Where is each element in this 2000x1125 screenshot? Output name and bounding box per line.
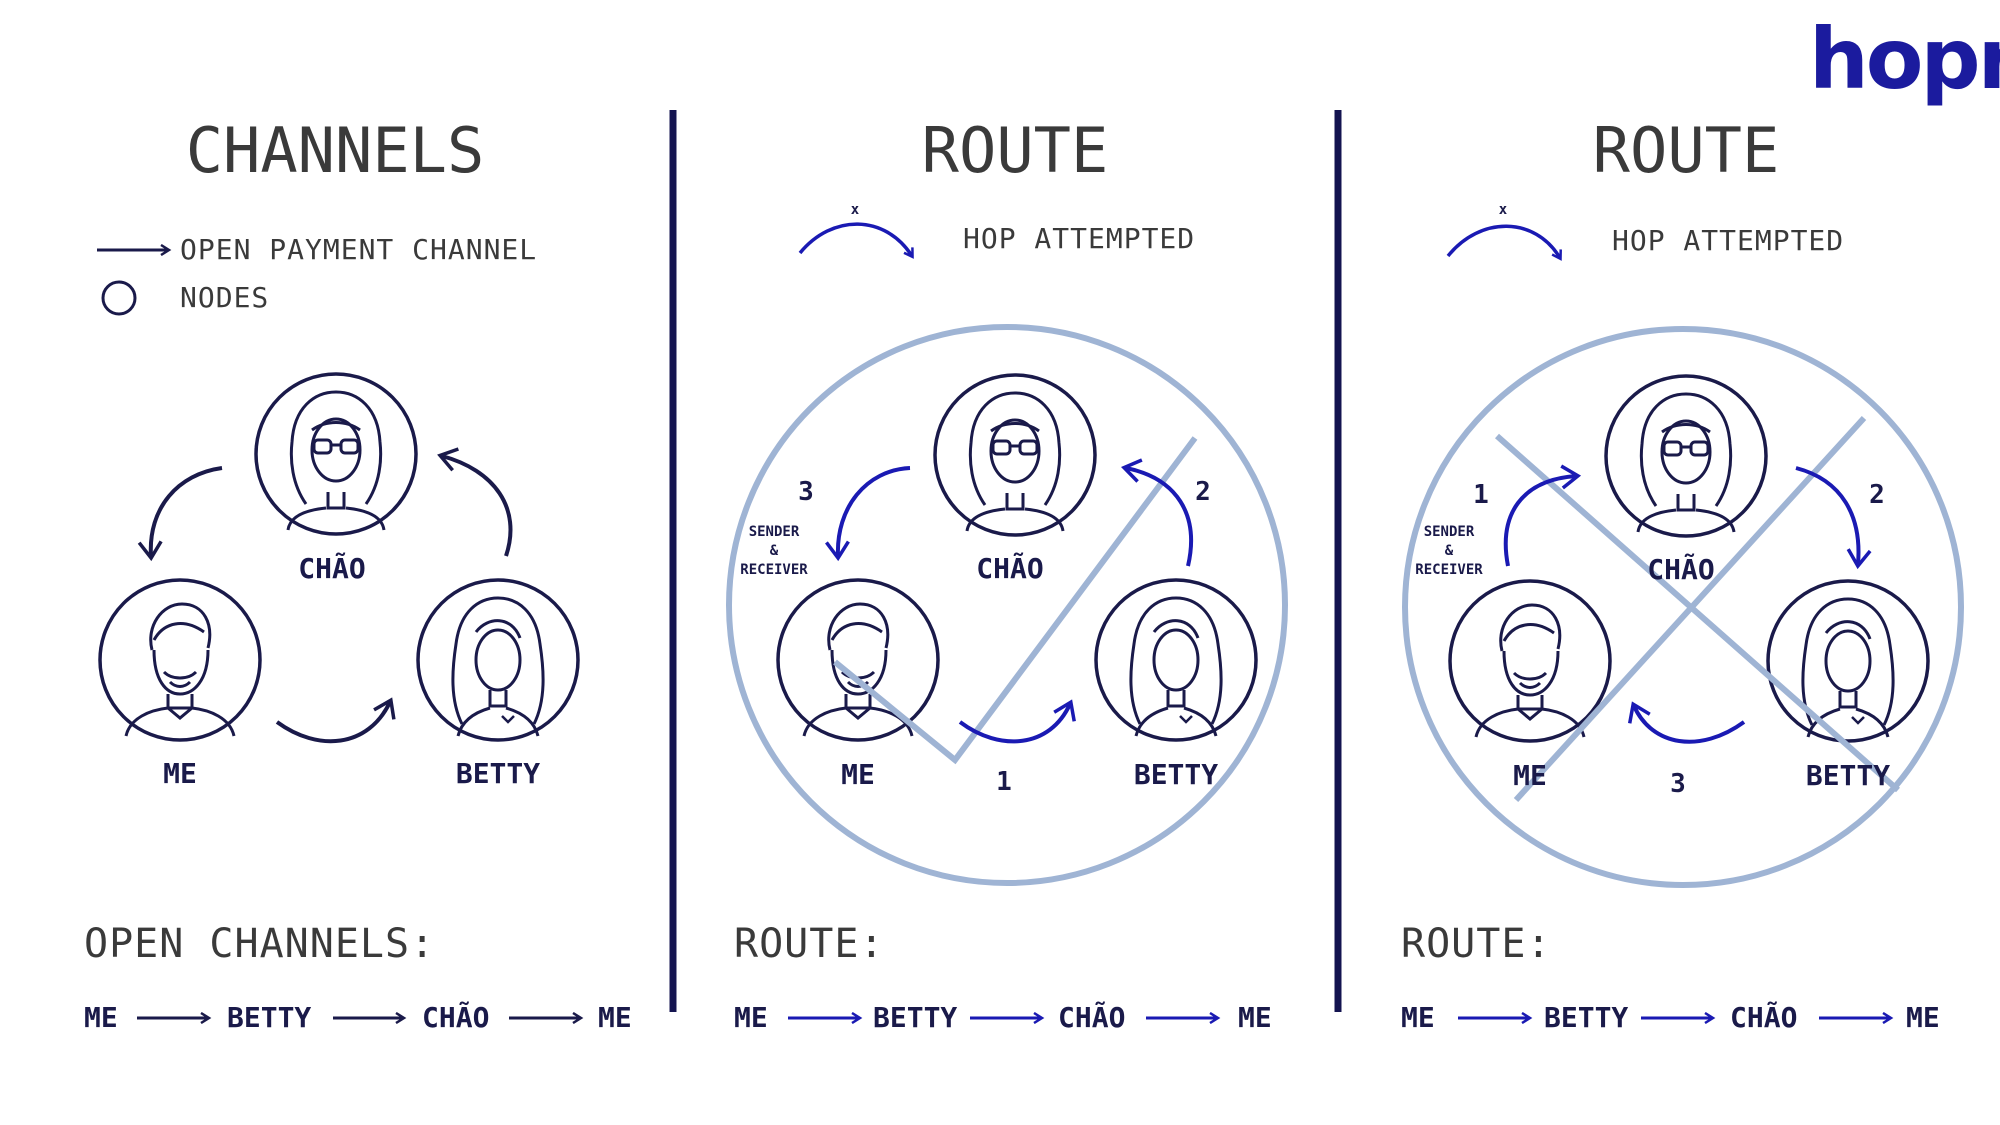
path-step-2: BETTY	[1544, 1001, 1628, 1034]
path-step-4: ME	[1238, 1001, 1272, 1034]
hop-number-2: 2	[1869, 480, 1885, 510]
channel-arrow-me-betty	[275, 697, 396, 744]
person-betty-icon	[451, 596, 545, 738]
person-cao-icon	[965, 391, 1065, 533]
receiver-label: RECEIVER	[1415, 562, 1483, 578]
node-betty	[1094, 578, 1258, 742]
node-me	[776, 578, 940, 742]
cross-stroke-icon	[1495, 433, 1900, 793]
path-step-2: BETTY	[227, 1001, 311, 1034]
node-me	[98, 578, 262, 742]
node-cao	[254, 372, 418, 536]
person-cao-icon	[286, 390, 386, 532]
node-label-betty: BETTY	[1134, 758, 1218, 791]
node-cao	[1604, 374, 1768, 538]
hop-number-2: 2	[1195, 477, 1211, 507]
person-me-icon	[1474, 603, 1586, 739]
sender-ampersand: &	[1445, 543, 1454, 559]
sender-label: SENDER	[1424, 524, 1475, 540]
path-step-3: CHÃO	[1058, 1000, 1125, 1034]
hop-arrow-cao-me	[825, 466, 911, 562]
person-me-icon	[802, 602, 914, 738]
valid-route-circle	[726, 324, 1288, 886]
node-legend-icon	[101, 280, 137, 316]
hop-number-1: 1	[996, 767, 1012, 797]
node-label-betty: BETTY	[1806, 759, 1890, 792]
panel-channels: CHANNELS OPEN PAYMENT CHANNEL NODES CHÃO…	[84, 114, 632, 1034]
hop-number-1: 1	[1473, 480, 1489, 510]
channel-arrow-cao-me	[137, 466, 223, 562]
path-step-4: ME	[598, 1001, 632, 1034]
hop-arrow-me-cao	[1503, 464, 1582, 567]
panel-title: ROUTE	[1593, 114, 1780, 187]
panel-title: ROUTE	[922, 114, 1109, 187]
person-betty-icon	[1129, 596, 1223, 738]
node-betty	[416, 578, 580, 742]
node-label-betty: BETTY	[456, 757, 540, 790]
hop-number-3: 3	[1670, 769, 1686, 799]
checkmark-icon	[833, 436, 1198, 765]
path-step-1: ME	[734, 1001, 768, 1034]
path-step-4: ME	[1906, 1001, 1940, 1034]
cross-stroke-icon	[1513, 415, 1867, 803]
hop-arrow-betty-cao	[1121, 458, 1194, 567]
hop-attempt-icon	[1446, 224, 1560, 258]
node-label-me: ME	[163, 757, 197, 790]
panel-title: CHANNELS	[186, 114, 485, 187]
path-step-3: CHÃO	[422, 1000, 489, 1034]
hop-arrow-me-betty	[958, 699, 1076, 744]
hop-arrow-cao-betty	[1795, 466, 1872, 570]
channel-arrow-betty-cao	[437, 447, 513, 557]
hop-arrow-betty-me	[1628, 701, 1746, 744]
node-cao	[933, 373, 1097, 537]
legend-x-marker: x	[851, 202, 860, 218]
legend-nodes-label: NODES	[180, 281, 269, 314]
node-label-me: ME	[841, 758, 875, 791]
hop-number-3: 3	[798, 477, 814, 507]
footer-label: OPEN CHANNELS:	[84, 921, 435, 967]
node-label-me: ME	[1513, 759, 1547, 792]
person-me-icon	[124, 602, 236, 738]
hopr-logo: hopr	[1809, 10, 2000, 108]
legend-channel-label: OPEN PAYMENT CHANNEL	[180, 233, 537, 266]
person-cao-icon	[1636, 392, 1736, 534]
node-label-cao: CHÃO	[298, 551, 365, 585]
path-step-3: CHÃO	[1730, 1000, 1797, 1034]
panel-route-invalid: ROUTE x HOP ATTEMPTED CHÃO ME BETTY 1 2 …	[1401, 114, 1964, 1034]
footer-label: ROUTE:	[734, 921, 885, 967]
node-label-cao: CHÃO	[1647, 552, 1714, 586]
invalid-route-circle	[1402, 326, 1964, 888]
legend-x-marker: x	[1499, 202, 1508, 218]
sender-label: SENDER	[749, 524, 800, 540]
legend-hop-label: HOP ATTEMPTED	[963, 222, 1195, 255]
hop-attempt-icon	[798, 222, 912, 256]
path-step-2: BETTY	[873, 1001, 957, 1034]
panel-route-valid: ROUTE x HOP ATTEMPTED CHÃO ME BETTY 3 2 …	[726, 114, 1288, 1034]
path-step-1: ME	[1401, 1001, 1435, 1034]
sender-ampersand: &	[770, 543, 779, 559]
path-step-1: ME	[84, 1001, 118, 1034]
footer-label: ROUTE:	[1401, 921, 1552, 967]
legend-hop-label: HOP ATTEMPTED	[1612, 224, 1844, 257]
node-me	[1448, 579, 1612, 743]
node-betty	[1766, 579, 1930, 743]
receiver-label: RECEIVER	[740, 562, 808, 578]
node-label-cao: CHÃO	[976, 551, 1043, 585]
